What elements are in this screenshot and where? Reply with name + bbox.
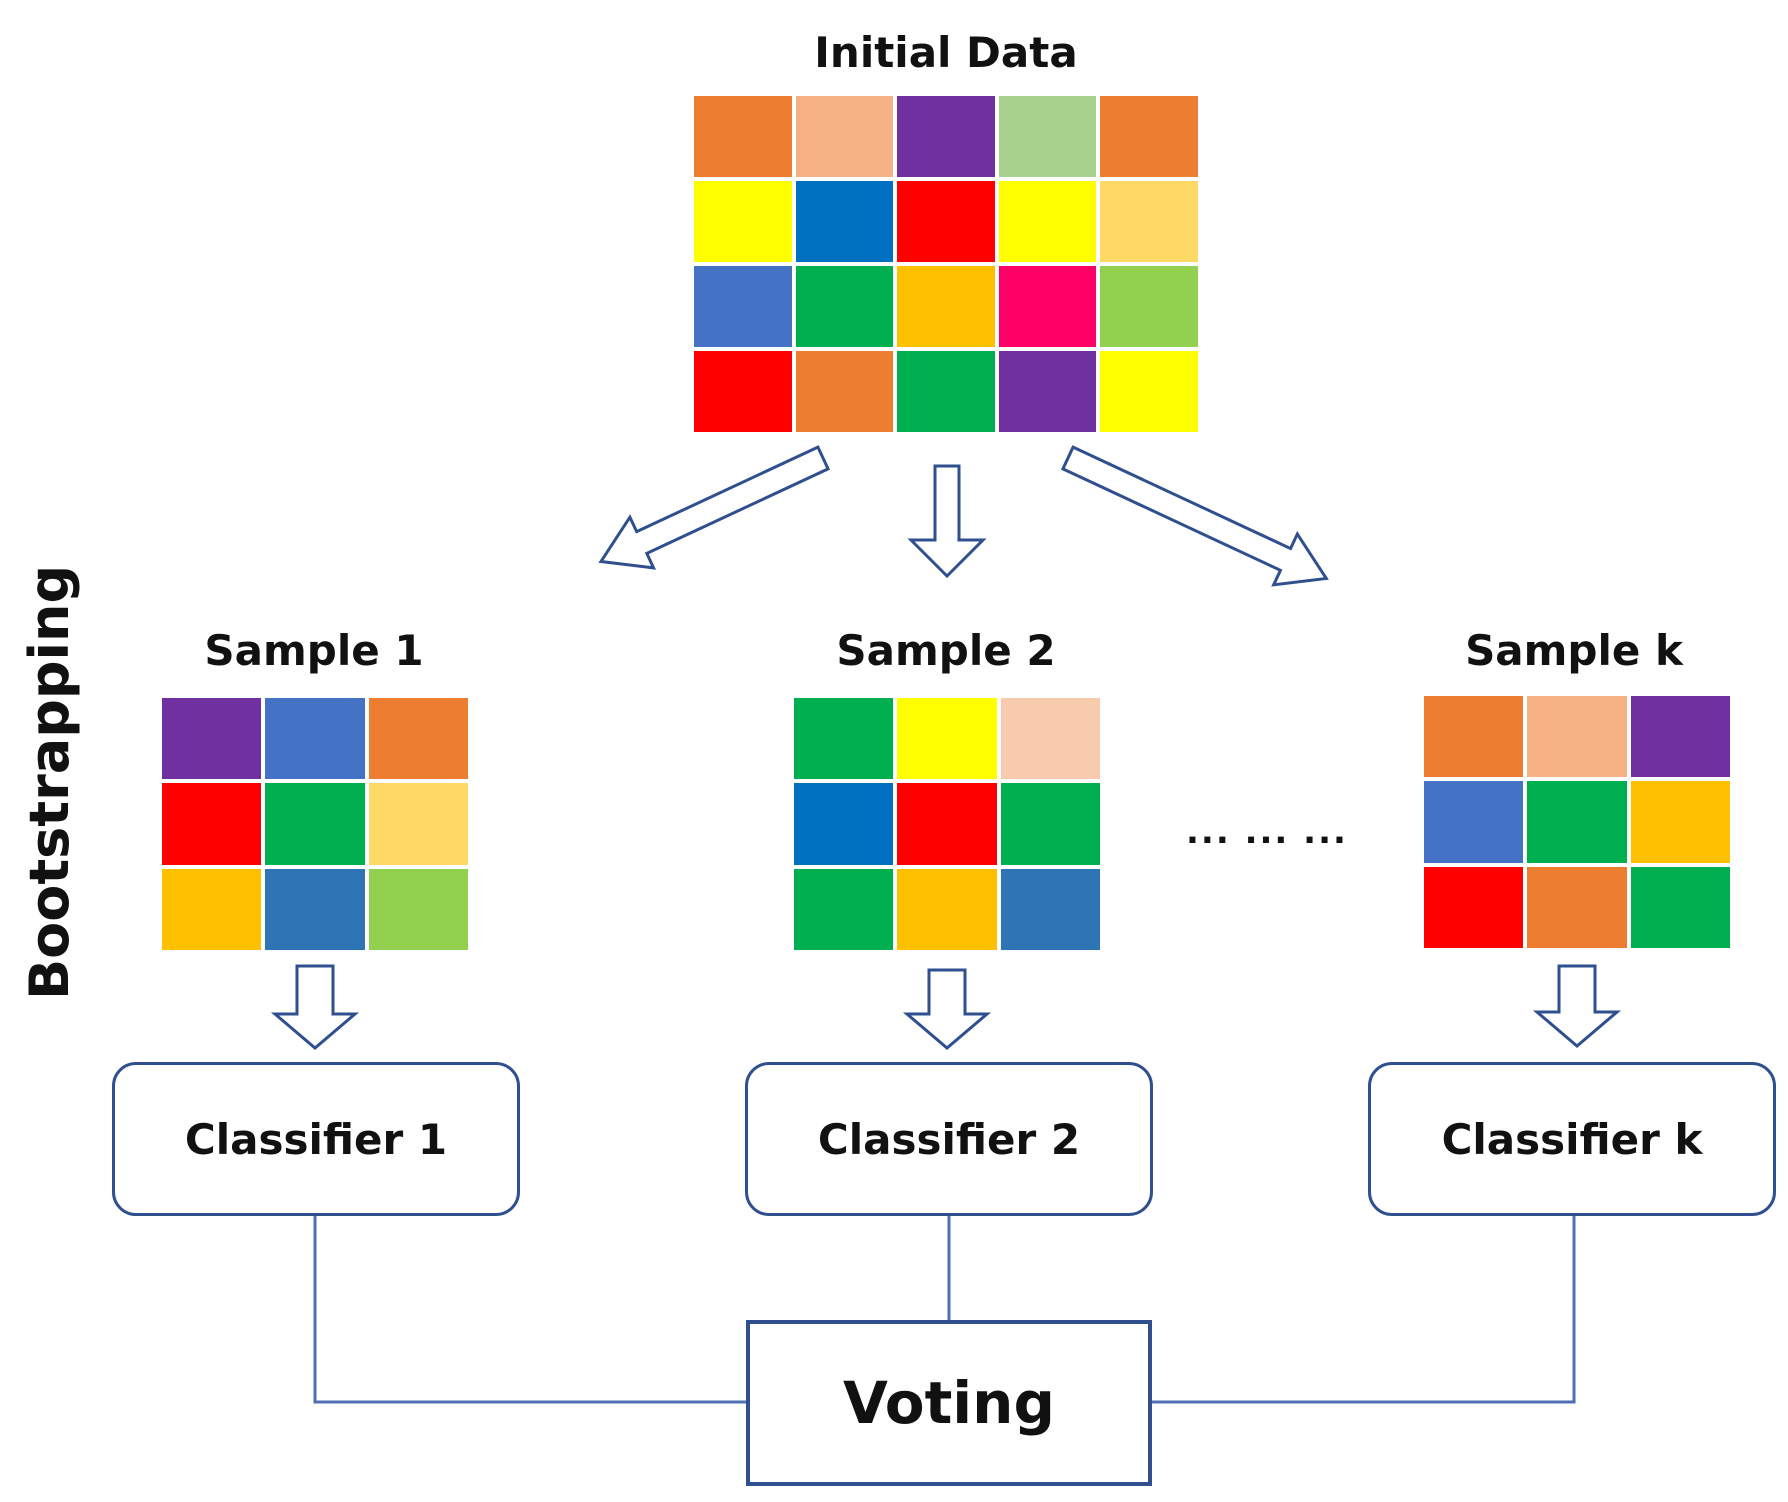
initial-data-cell [998,351,1097,432]
initial-data-grid [694,96,1198,432]
initial-data-cell [1100,266,1198,347]
initial-data-cell [897,96,995,177]
sample-1-cell [265,783,365,865]
sample-2-cell [794,698,894,780]
initial-data-cell [694,181,792,262]
initial-data-cell [795,96,894,177]
arrow-down-right-icon [1060,445,1329,587]
initial-data-cell [998,181,1097,262]
sample-k-cell [1630,866,1730,948]
sample-k-cell [1630,781,1730,863]
sample-1-grid [162,698,468,950]
sample-1-cell [368,698,468,780]
ellipsis: ... ... ... [1186,812,1348,852]
classifier-k-box: Classifier k [1368,1062,1776,1216]
sample-1-cell [265,698,365,780]
sample-2-cell [794,783,894,865]
initial-data-title: Initial Data [814,28,1078,77]
arrow-down-icon [1532,964,1622,1048]
initial-data-cell [897,351,995,432]
sample-2-cell [1000,868,1100,950]
sample-k-grid [1424,696,1730,948]
sample-1-cell [162,783,262,865]
initial-data-cell [1100,351,1198,432]
sample-k-cell [1424,781,1524,863]
sample-1-title: Sample 1 [204,626,424,675]
sample-k-cell [1424,696,1524,778]
initial-data-cell [694,96,792,177]
connector-line [1150,1216,1576,1404]
sample-2-grid [794,698,1100,950]
initial-data-cell [998,266,1097,347]
sample-2-title: Sample 2 [836,626,1056,675]
initial-data-cell [1100,96,1198,177]
arrow-down-icon [907,464,987,579]
sample-2-cell [897,783,997,865]
initial-data-cell [694,351,792,432]
voting-box: Voting [746,1320,1152,1486]
sample-2-cell [1000,698,1100,780]
classifier-1-box: Classifier 1 [112,1062,520,1216]
sample-2-cell [897,868,997,950]
sample-k-cell [1527,866,1627,948]
initial-data-cell [897,266,995,347]
sample-k-title: Sample k [1465,626,1683,675]
classifier-2-box: Classifier 2 [745,1062,1153,1216]
initial-data-cell [795,181,894,262]
initial-data-cell [694,266,792,347]
sample-1-cell [265,868,365,950]
sample-1-cell [368,868,468,950]
sample-2-cell [1000,783,1100,865]
initial-data-cell [795,266,894,347]
sample-1-cell [162,698,262,780]
sample-k-cell [1630,696,1730,778]
sample-k-cell [1424,866,1524,948]
arrow-down-icon [902,968,992,1050]
sample-1-cell [368,783,468,865]
initial-data-cell [795,351,894,432]
sample-2-cell [897,698,997,780]
arrow-down-icon [270,964,360,1050]
connector-line [313,1216,748,1404]
sample-k-cell [1527,696,1627,778]
initial-data-cell [897,181,995,262]
arrow-down-left-icon [598,445,831,570]
sample-k-cell [1527,781,1627,863]
initial-data-cell [1100,181,1198,262]
initial-data-cell [998,96,1097,177]
sample-2-cell [794,868,894,950]
sample-1-cell [162,868,262,950]
